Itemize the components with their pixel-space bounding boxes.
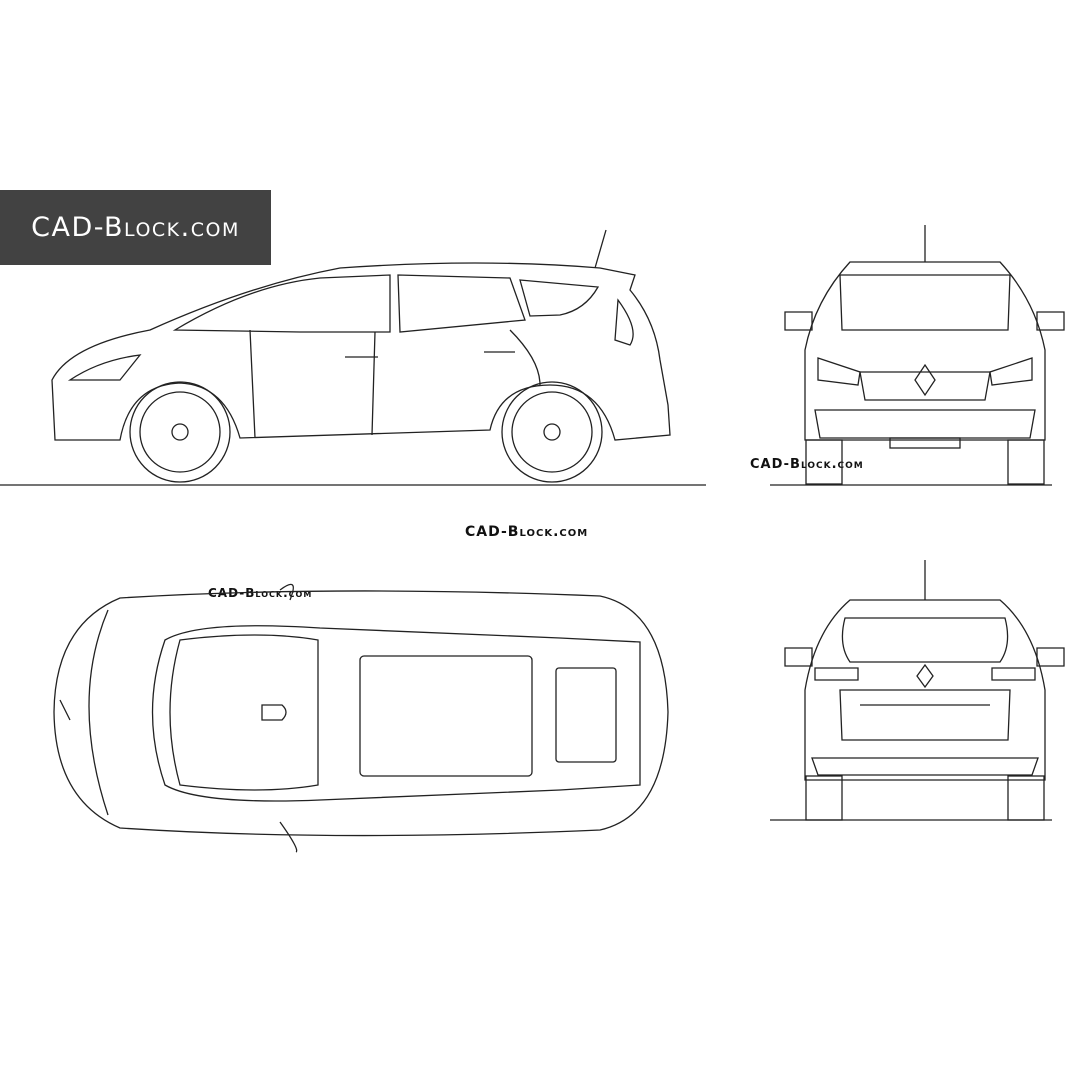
antenna-side <box>594 229 607 269</box>
renault-logo-rear <box>916 663 934 689</box>
top-view <box>53 583 669 853</box>
renault-logo-front <box>914 363 936 397</box>
logo-banner: CAD-Block.com <box>0 190 271 265</box>
watermark-center: CAD-Block.com <box>465 524 589 540</box>
rear-view <box>784 560 1065 821</box>
front-view <box>784 225 1065 485</box>
logo-text: CAD-Block.com <box>31 212 240 243</box>
watermark-top-view: CAD-Block.com <box>208 586 313 600</box>
side-view <box>51 229 671 483</box>
